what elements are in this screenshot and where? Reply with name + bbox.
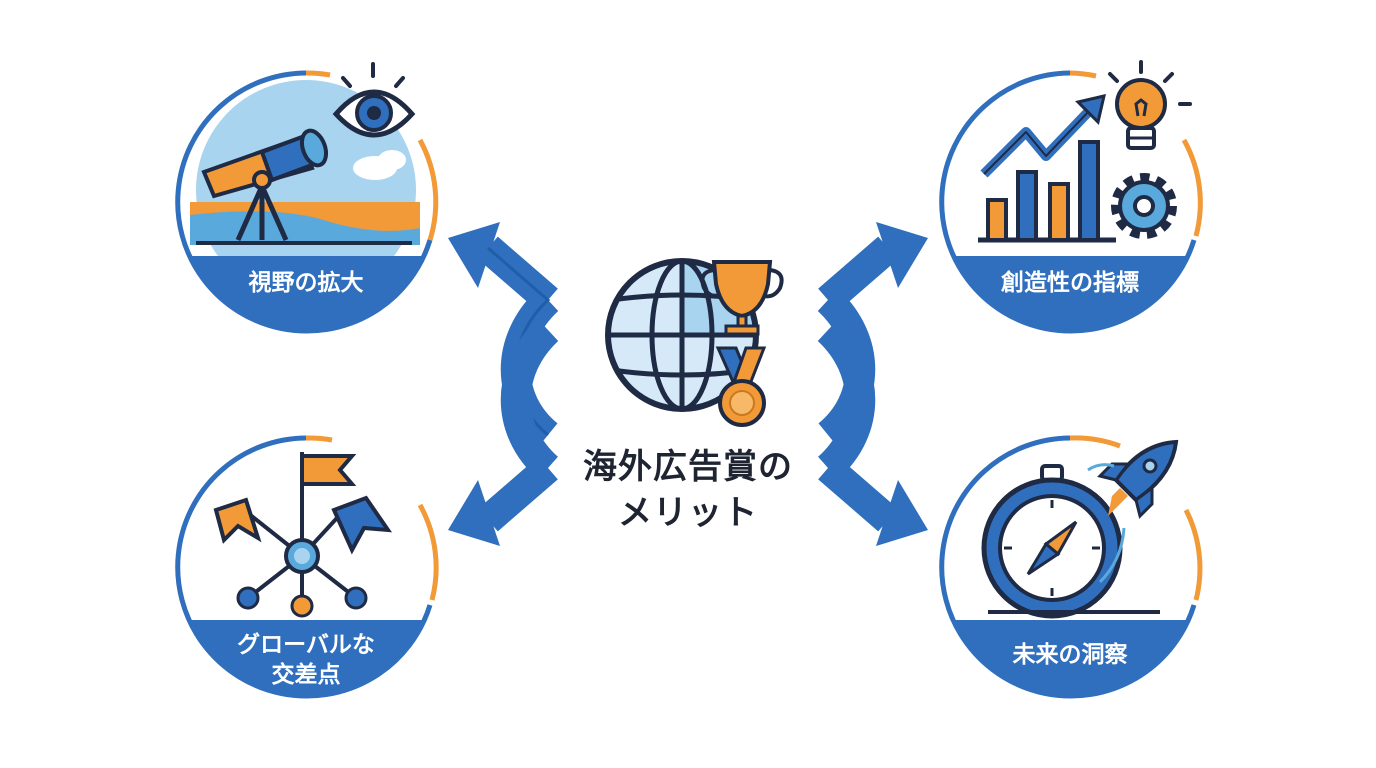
medal-icon [715, 346, 767, 427]
center-title-line1: 海外広告賞の [583, 447, 793, 487]
node-top-left [175, 62, 439, 334]
trend-arrow-icon [980, 93, 1107, 178]
globe-trophy-icon [605, 258, 784, 427]
arrow-to-bottom-left [448, 319, 559, 546]
node-bottom-right [939, 435, 1203, 699]
eye-icon [332, 62, 416, 138]
trophy-icon [700, 260, 784, 336]
bar-chart-icon [978, 140, 1116, 243]
label-bottom-left-line1: グローバルな [237, 632, 375, 658]
lightbulb-icon [1108, 60, 1192, 150]
label-bottom-right: 未来の洞察 [1012, 642, 1128, 668]
node-top-right [939, 60, 1203, 334]
arrow-to-bottom-right [817, 319, 928, 546]
label-top-right: 創造性の指標 [1001, 270, 1139, 296]
center-title-line2: メリット [618, 493, 758, 533]
label-bottom-left-line2: 交差点 [271, 662, 341, 688]
label-bottom-left: グローバルな 交差点 [196, 630, 416, 690]
label-top-left: 視野の拡大 [248, 270, 364, 296]
gear-icon [1111, 173, 1177, 239]
telescope-icon [201, 128, 329, 242]
center-title: 海外広告賞の メリット [548, 444, 828, 536]
network-flags-icon [213, 452, 393, 618]
rocket-icon [1087, 439, 1179, 584]
